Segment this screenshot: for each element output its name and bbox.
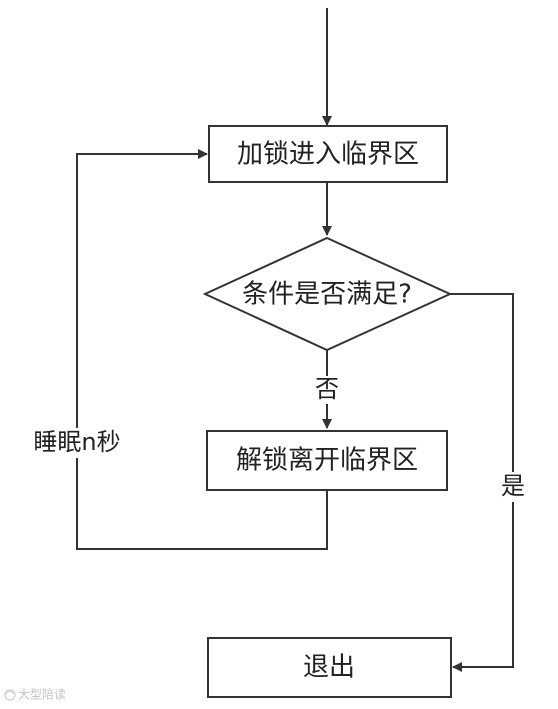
- node-lock-enter-box: [208, 125, 448, 183]
- watermark-logo-icon: [4, 689, 16, 701]
- edge-sleep-label: 睡眠n秒: [33, 428, 120, 456]
- node-lock-enter-label: 加锁进入临界区: [237, 140, 419, 170]
- node-condition: 条件是否满足?: [202, 236, 453, 352]
- edge-sleep-label-bg: [26, 428, 128, 458]
- node-exit-label: 退出: [303, 653, 355, 683]
- node-unlock-leave: 解锁离开临界区: [206, 430, 448, 491]
- edge-no-label: 否: [315, 375, 339, 403]
- node-unlock-leave-label: 解锁离开临界区: [236, 446, 418, 476]
- watermark: 大型陪读: [4, 687, 66, 702]
- edge-sleep-loop: [76, 149, 328, 550]
- edge-yes-label: 是: [501, 472, 525, 500]
- edge-no-label-bg: [313, 376, 341, 404]
- node-exit: 退出: [207, 637, 452, 698]
- node-condition-label: 条件是否满足?: [242, 280, 412, 310]
- watermark-logo-mark: [5, 691, 15, 695]
- watermark-text: 大型陪读: [18, 687, 66, 702]
- edge-yes-label-bg: [498, 472, 528, 502]
- node-lock-enter: 加锁进入临界区: [208, 125, 448, 183]
- node-unlock-leave-box: [206, 430, 448, 491]
- node-condition-diamond: [202, 236, 453, 352]
- node-exit-box: [207, 637, 452, 698]
